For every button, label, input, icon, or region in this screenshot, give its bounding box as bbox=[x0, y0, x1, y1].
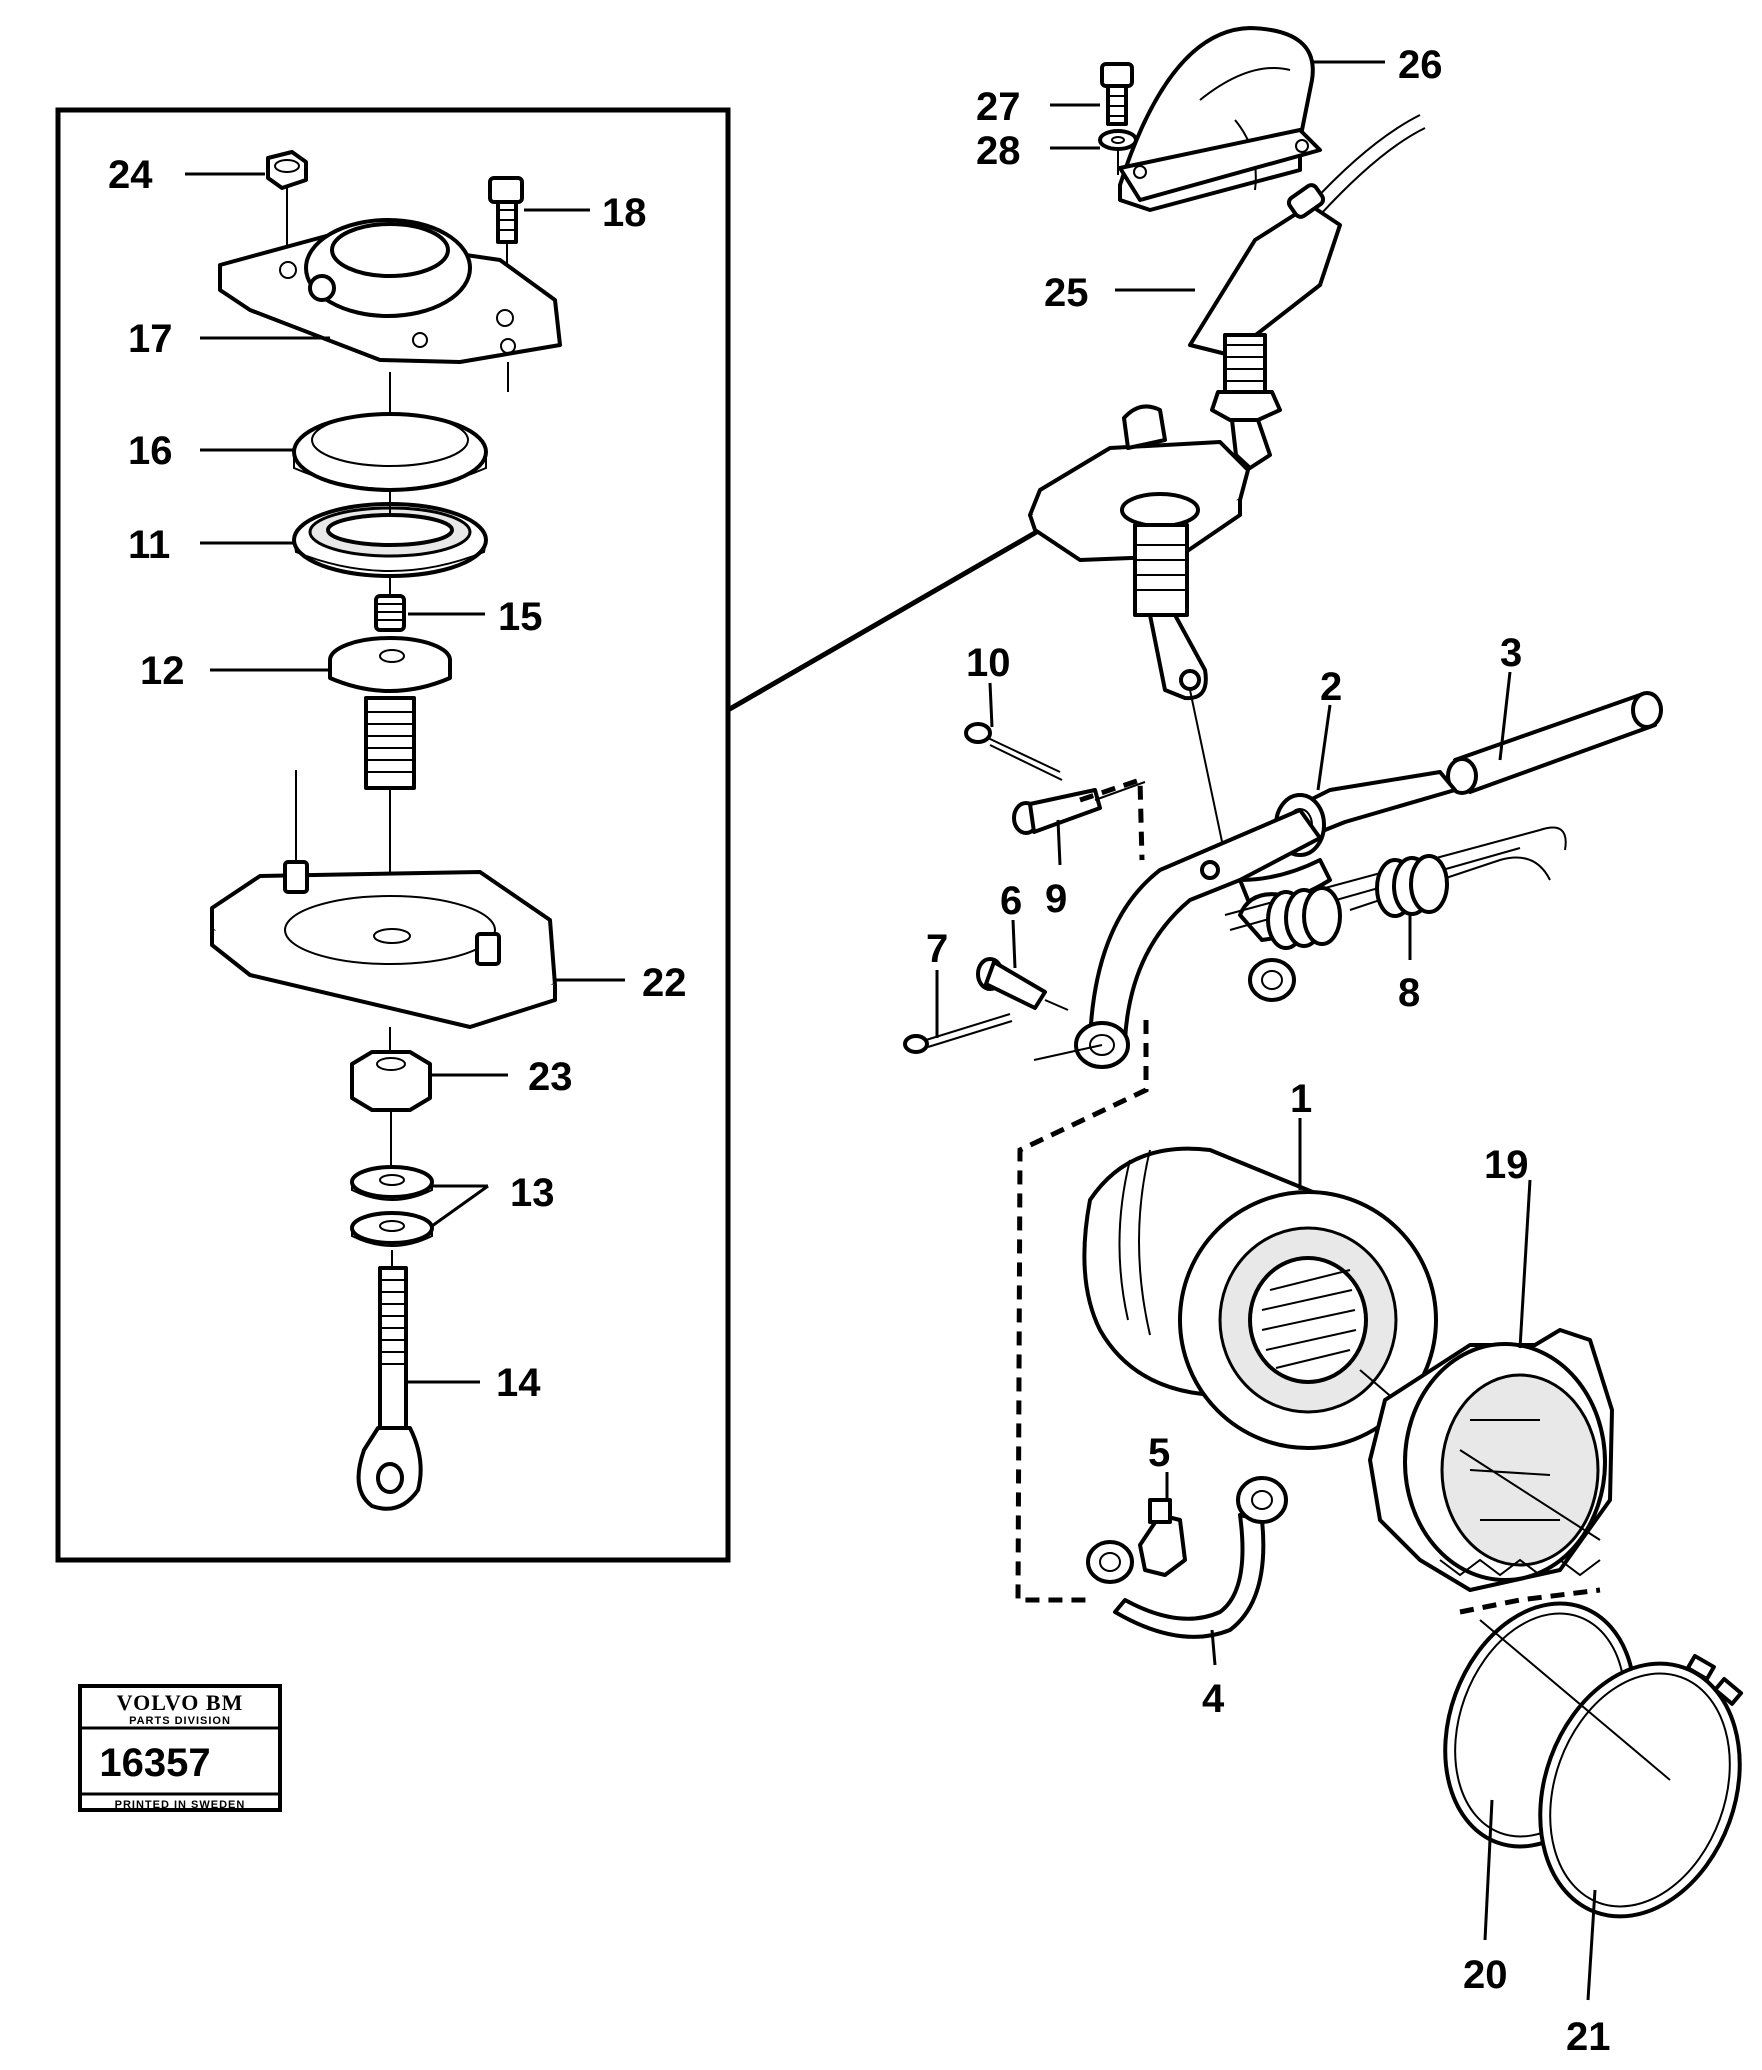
dashed-link-upper bbox=[1079, 776, 1145, 861]
callout-2: 2 bbox=[1320, 665, 1342, 709]
part-14-eye-bolt bbox=[356, 1266, 423, 1511]
part-9-pin bbox=[1012, 781, 1146, 835]
callout-16: 16 bbox=[128, 429, 173, 473]
inset-connector-line bbox=[726, 527, 1042, 713]
part-19-coupling-ring bbox=[1368, 1328, 1614, 1592]
callout-12: 12 bbox=[140, 649, 185, 693]
stamp-printed: PRINTED IN SWEDEN bbox=[115, 1799, 246, 1811]
part-5-bolt bbox=[1138, 1498, 1187, 1577]
part-16-seal bbox=[292, 372, 488, 492]
callout-15: 15 bbox=[498, 595, 543, 639]
ring-axis-line bbox=[1479, 1619, 1671, 1781]
part-24-nut bbox=[266, 150, 308, 258]
part-13-washers bbox=[350, 1165, 434, 1268]
part-23-nut bbox=[350, 1050, 432, 1168]
callout-27: 27 bbox=[976, 85, 1021, 129]
stamp-brand: VOLVO BM bbox=[117, 1690, 244, 1715]
shift-bracket-housing bbox=[1028, 404, 1250, 871]
callout-26: 26 bbox=[1398, 43, 1443, 87]
stamp-number: 16357 bbox=[99, 1741, 210, 1785]
callout-18: 18 bbox=[602, 191, 647, 235]
part-21-circlip bbox=[1538, 1653, 1744, 1919]
callout-9: 9 bbox=[1045, 877, 1067, 921]
dashed-link-lower bbox=[1015, 1020, 1149, 1603]
part-18-bolt bbox=[488, 176, 524, 312]
part-1-sliding-sleeve bbox=[1082, 1146, 1438, 1450]
callout-14: 14 bbox=[496, 1361, 541, 1405]
callout-19: 19 bbox=[1484, 1143, 1529, 1187]
callout-17: 17 bbox=[128, 317, 173, 361]
leader-lines bbox=[185, 60, 1597, 2001]
part-12-flanged-stud bbox=[328, 636, 452, 920]
callout-4: 4 bbox=[1202, 1677, 1225, 1721]
callout-22: 22 bbox=[642, 961, 687, 1005]
callout-28: 28 bbox=[976, 129, 1021, 173]
callout-8: 8 bbox=[1398, 971, 1420, 1015]
part-25-switch bbox=[1188, 114, 1426, 470]
callout-6: 6 bbox=[1000, 879, 1022, 923]
part-27-bolt bbox=[1100, 62, 1134, 126]
part-6-pin bbox=[976, 957, 1069, 1011]
callout-10: 10 bbox=[966, 641, 1011, 685]
part-8-springs bbox=[1224, 826, 1567, 950]
callout-23: 23 bbox=[528, 1055, 573, 1099]
callout-3: 3 bbox=[1500, 631, 1522, 675]
part-10-cotter-pin bbox=[964, 722, 1063, 781]
part-22-base-plate bbox=[210, 770, 557, 1054]
part-4-clamp-strap bbox=[1086, 1476, 1288, 1639]
callout-5: 5 bbox=[1148, 1431, 1170, 1475]
part-11-bearing-ring bbox=[292, 490, 488, 578]
part-15-set-screw bbox=[374, 574, 406, 632]
callout-1: 1 bbox=[1290, 1077, 1312, 1121]
callout-25: 25 bbox=[1044, 271, 1089, 315]
part-17-cover-plate bbox=[218, 218, 562, 392]
callout-20: 20 bbox=[1463, 1953, 1508, 1997]
callout-7: 7 bbox=[926, 927, 948, 971]
part-28-washer bbox=[1098, 129, 1138, 175]
detail-inset-frame bbox=[55, 107, 731, 1563]
shift-fork bbox=[1074, 808, 1332, 1069]
part-26-cover bbox=[1118, 26, 1322, 212]
callout-11: 11 bbox=[128, 523, 170, 567]
volvo-bm-stamp: VOLVO BM PARTS DIVISION 16357 PRINTED IN… bbox=[78, 1684, 282, 1812]
part-7-cotter-pin bbox=[903, 1013, 1103, 1061]
stamp-division: PARTS DIVISION bbox=[129, 1715, 231, 1727]
callout-24: 24 bbox=[108, 153, 153, 197]
callout-13: 13 bbox=[510, 1171, 555, 1215]
callout-21: 21 bbox=[1566, 2015, 1611, 2059]
part-3-shaft bbox=[1446, 691, 1663, 795]
